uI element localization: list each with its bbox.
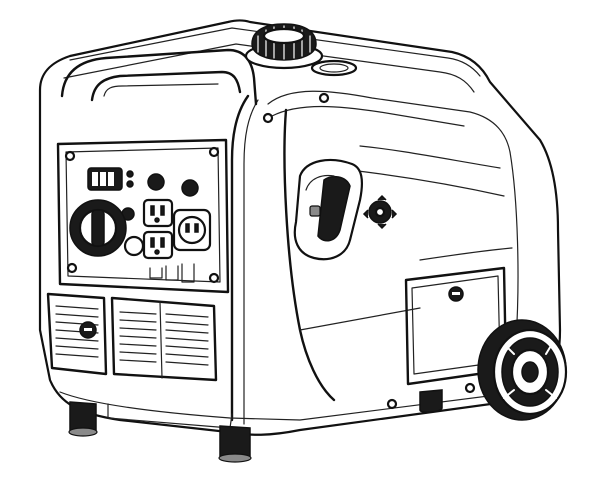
carry-handle (60, 48, 258, 106)
side-handle (293, 158, 363, 261)
support-foot (68, 389, 443, 463)
body-screws (262, 92, 476, 410)
ac-outlet-icon (142, 198, 212, 260)
fuel-valve-knob-icon (362, 194, 398, 230)
fuel-cap-icon (244, 23, 358, 77)
control-panel (56, 138, 230, 294)
door-lock-icon (448, 286, 464, 302)
digital-display (87, 167, 134, 191)
front-vent-grille (46, 292, 218, 382)
wheel-icon (477, 319, 568, 421)
engine-switch-knob-icon (69, 199, 145, 257)
